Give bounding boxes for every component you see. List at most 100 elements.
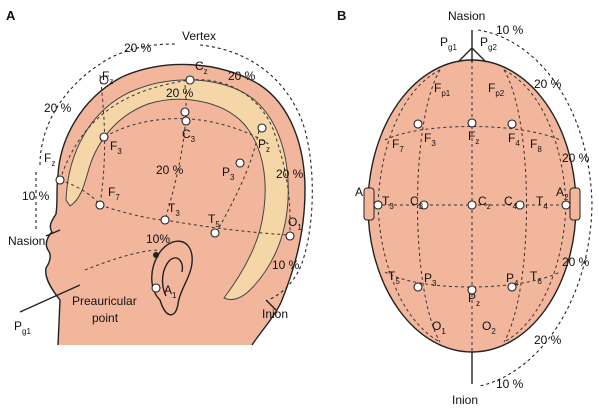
electrode-label: T5 xyxy=(208,212,220,229)
right-circumference xyxy=(503,69,567,343)
pct-label: 20 % xyxy=(166,86,194,100)
electrode-label: F3 xyxy=(110,139,122,156)
electrode-node xyxy=(373,200,383,210)
preauricular-label-line1: Preauricular xyxy=(72,294,137,308)
preauricular-point xyxy=(153,252,159,258)
arc-back xyxy=(199,44,313,301)
electrode-node xyxy=(515,200,525,210)
electrode-label: O1 xyxy=(432,319,446,336)
electrode-label: Cz xyxy=(478,194,491,211)
coronal-f-line xyxy=(99,74,106,206)
nasion-pointer xyxy=(45,229,61,237)
pct-label: 20 % xyxy=(562,255,590,269)
electrode-label: A2 xyxy=(556,185,569,202)
electrode-label: C4 xyxy=(504,194,518,211)
left-ear xyxy=(363,187,375,221)
electrode-label: A xyxy=(355,185,363,199)
ear-outline xyxy=(151,240,193,316)
nasion-label: Nasion xyxy=(448,9,485,23)
pct-label: 20 % xyxy=(124,41,152,55)
pct-label: 20 % xyxy=(156,163,184,177)
electrode-label: Cz xyxy=(195,59,208,76)
electrode-node xyxy=(507,119,517,129)
left-parasagittal xyxy=(417,69,441,343)
electrode-node xyxy=(467,118,477,128)
electrode-node xyxy=(467,285,477,295)
inion-pointer xyxy=(265,299,277,311)
electrode-label: Fz xyxy=(468,129,479,146)
electrode-label: P4 xyxy=(506,271,519,288)
pct-label: 20 % xyxy=(228,69,256,83)
head-outline xyxy=(45,63,306,346)
electrode-label: F8 xyxy=(530,137,542,154)
electrode-label: Fp1 xyxy=(434,81,451,98)
electrode-node xyxy=(151,283,161,293)
electrode-label: Pz xyxy=(468,291,480,308)
pct-label: 10 % xyxy=(272,258,300,272)
electrode-label: O1 xyxy=(288,215,302,232)
electrode-label: P3 xyxy=(424,271,437,288)
electrode-label: A1 xyxy=(164,283,177,300)
electrode-label: F7 xyxy=(392,137,404,154)
electrode-label: T6 xyxy=(530,269,542,286)
electrode-label: F7 xyxy=(108,185,120,202)
sagittal-line xyxy=(59,79,291,236)
electrode-label: T5 xyxy=(388,269,400,286)
electrode-node xyxy=(285,231,295,241)
top-view: Nasion Inion 10 % 20 % 20 % 20 % 20 % 10… xyxy=(355,9,593,407)
electrode-node xyxy=(99,75,109,85)
electrode-node xyxy=(55,175,65,185)
electrode-node xyxy=(257,123,267,133)
electrode-node xyxy=(561,200,571,210)
electrode-label: F3 xyxy=(424,131,436,148)
vertex-label: Vertex xyxy=(182,29,216,43)
pct-label: 20 % xyxy=(534,333,562,347)
coronal-p-line xyxy=(214,124,261,236)
electrode-label: O2 xyxy=(482,319,496,336)
electrode-label: T3 xyxy=(382,194,394,211)
arc-right xyxy=(477,29,593,387)
electrode-label: C3 xyxy=(410,194,424,211)
inion-label: Inion xyxy=(262,307,288,321)
lateral-upper-line xyxy=(99,118,271,146)
pct-label: 10 % xyxy=(22,189,50,203)
electrode-label: T3 xyxy=(168,201,180,218)
right-ear xyxy=(569,187,581,221)
electrode-node xyxy=(413,282,423,292)
right-parasagittal xyxy=(503,69,527,343)
pct-label: 20 % xyxy=(44,101,72,115)
electrode-label: Pz xyxy=(258,137,270,154)
electrode-label: Fz xyxy=(102,69,113,86)
pct-label: 20 % xyxy=(534,77,562,91)
arc-front xyxy=(39,43,176,166)
electrode-node xyxy=(235,158,245,168)
electrode-node xyxy=(160,215,170,225)
electrode-node xyxy=(95,200,105,210)
electrode-node xyxy=(419,200,429,210)
pct-label: 10% xyxy=(146,232,170,246)
electrode-node xyxy=(99,132,109,142)
electrode-label: C3 xyxy=(182,127,196,144)
panel-b-label: B xyxy=(337,8,346,23)
electrode-label: P3 xyxy=(222,165,235,182)
electrode-node xyxy=(180,107,190,117)
electrode-node xyxy=(181,116,191,126)
inion-label: Inion xyxy=(452,393,478,407)
left-circumference xyxy=(377,69,441,343)
electrode-node xyxy=(185,75,195,85)
pct-label: 20 % xyxy=(562,151,590,165)
electrode-label: Fz xyxy=(44,151,55,168)
electrode-label: Pg2 xyxy=(480,35,497,52)
electrode-node xyxy=(507,282,517,292)
side-view: 20 % 20 % 20 % 20 % 20 % 10 % 10% 10 % 2… xyxy=(8,29,313,346)
pg1-pointer xyxy=(19,284,81,313)
electrode-node xyxy=(413,119,423,129)
electrode-label: Fp2 xyxy=(488,81,505,98)
ear-inner xyxy=(161,257,184,297)
electrode-node xyxy=(210,228,220,238)
pct-label: 10 % xyxy=(496,377,524,391)
pct-label: 10 % xyxy=(496,23,524,37)
preauricular-line xyxy=(84,249,161,271)
preauricular-label-line2: point xyxy=(92,311,119,325)
